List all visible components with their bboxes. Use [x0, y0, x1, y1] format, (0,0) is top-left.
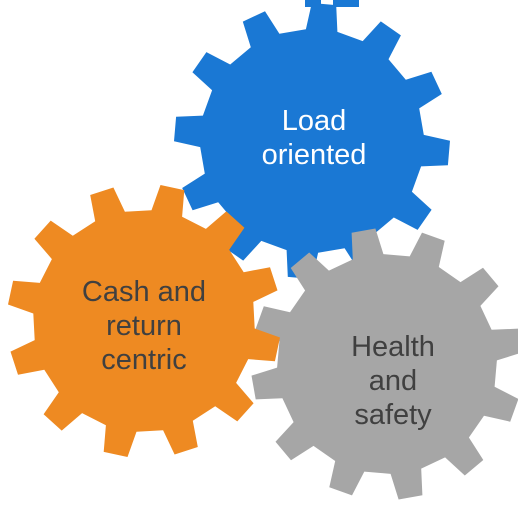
label-load-line-1: Load — [281, 105, 347, 137]
gear-health-safety — [251, 228, 518, 500]
label-health-line-2: and — [368, 365, 418, 397]
label-cash-line-1: Cash and — [81, 276, 207, 308]
label-health-line-1: Health — [351, 331, 435, 363]
label-cash-line-3: centric — [101, 344, 187, 376]
label-health: Health and safety — [308, 330, 478, 432]
title-fragment — [333, 0, 359, 7]
gear-load-orientated — [174, 3, 450, 279]
label-load-line-2: oriented — [261, 139, 367, 171]
gear-cash-return — [8, 185, 280, 457]
label-cash-line-2: return — [106, 310, 182, 342]
label-health-line-3: safety — [354, 399, 432, 431]
label-load: Load oriented — [229, 104, 399, 172]
label-cash: Cash and return centric — [59, 275, 229, 377]
